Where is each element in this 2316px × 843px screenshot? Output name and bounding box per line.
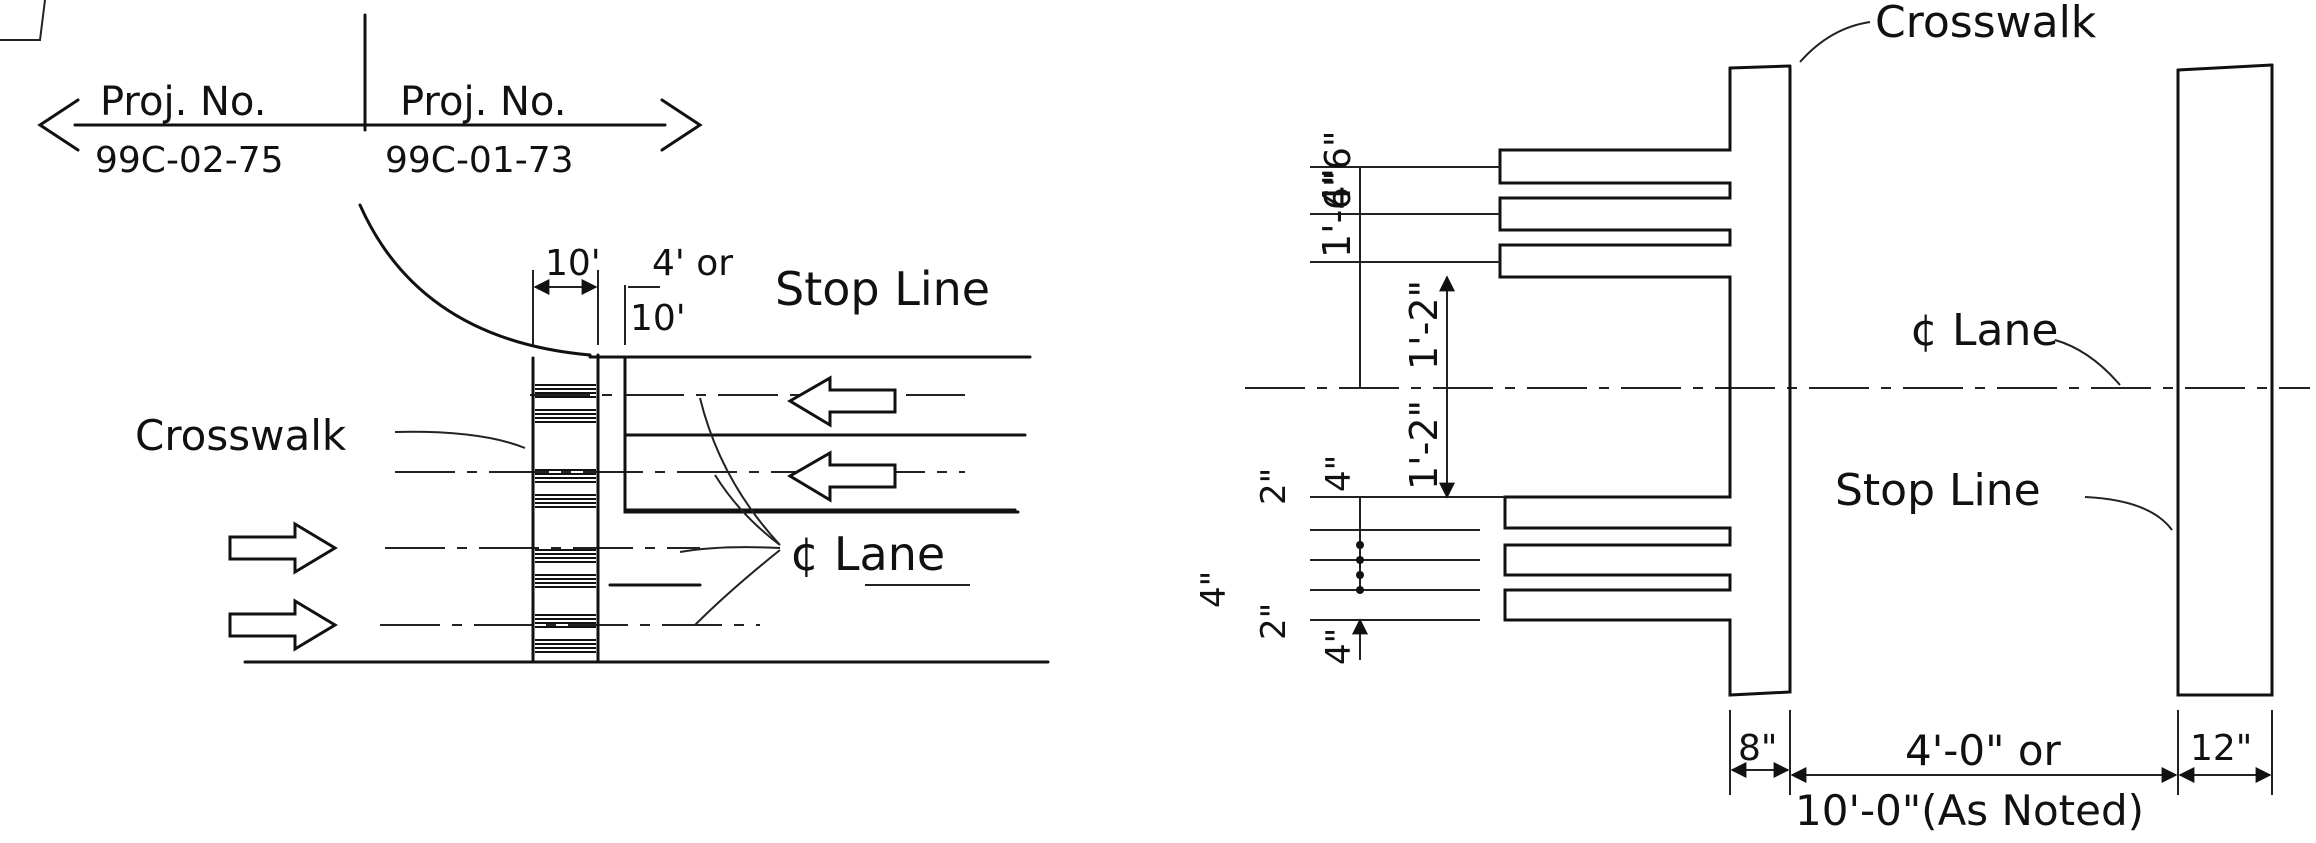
crosswalk-leader bbox=[394, 430, 526, 449]
proj-label-right: Proj. No. bbox=[400, 79, 566, 125]
detail-stop-line-leader bbox=[2084, 496, 2173, 531]
title-block-fragment bbox=[0, 0, 46, 41]
proj-number-left: 99C-02-75 bbox=[95, 140, 284, 181]
dim-1ft4in: 1'-4" bbox=[1315, 168, 1359, 258]
right-detail-view: 1'-4" 6" 6" 1'-2" 1'-2" 4" 2" 4" 2" 4" C… bbox=[1194, 0, 2310, 835]
detail-lane-leader bbox=[2054, 339, 2121, 386]
stop-line bbox=[623, 355, 1020, 514]
dim-crosswalk-width: 10' bbox=[545, 243, 601, 284]
dim-8in: 8" bbox=[1738, 728, 1777, 769]
right-arrowhead-icon bbox=[660, 98, 703, 152]
dim-gap-line1: 4' or bbox=[652, 243, 733, 284]
dim-gap-line2: 10'-0"(As Noted) bbox=[1795, 786, 2144, 835]
detail-crosswalk-label: Crosswalk bbox=[1875, 0, 2097, 48]
proj-label-left: Proj. No. bbox=[100, 79, 266, 125]
arrow-right-icon bbox=[228, 521, 338, 575]
detail-stop-line-bar bbox=[2176, 63, 2274, 697]
lane-leader bbox=[679, 546, 781, 553]
left-plan-view: Proj. No. 99C-02-75 Proj. No. 99C-01-73 … bbox=[0, 0, 1050, 664]
crosswalk-label: Crosswalk bbox=[135, 411, 347, 460]
arrow-right-icon bbox=[228, 598, 338, 652]
crosswalk-band bbox=[531, 353, 600, 664]
dim-gap-line1: 4'-0" or bbox=[1905, 726, 2062, 775]
proj-number-right: 99C-01-73 bbox=[385, 140, 574, 181]
dim-1ft2in-b: 1'-2" bbox=[1402, 400, 1446, 490]
detail-crosswalk-leader bbox=[1799, 21, 1871, 63]
left-arrowhead-icon bbox=[37, 98, 80, 152]
dim-6in-a: 6" bbox=[1318, 171, 1359, 210]
dim-6in-b: 6" bbox=[1318, 131, 1359, 170]
detail-lane-label: ¢ Lane bbox=[1910, 305, 2058, 356]
curb-return-curve bbox=[358, 203, 592, 357]
lane-leader bbox=[699, 397, 781, 546]
dim-1ft2in-a: 1'-2" bbox=[1402, 280, 1446, 370]
dim-4in-c: 4" bbox=[1319, 628, 1359, 665]
dim-gap-line2: 10' bbox=[630, 298, 686, 339]
lane-centerline-label: ¢ Lane bbox=[790, 527, 945, 581]
lane-leader bbox=[694, 549, 781, 626]
dim-2in-a: 2" bbox=[1254, 468, 1294, 505]
dim-12in: 12" bbox=[2190, 728, 2252, 769]
dim-2in-b: 2" bbox=[1254, 603, 1294, 640]
project-boundary-arrow bbox=[37, 13, 703, 152]
arrow-left-icon bbox=[787, 450, 897, 503]
dim-4in-b: 4" bbox=[1194, 571, 1234, 608]
arrow-left-icon bbox=[787, 375, 897, 428]
stop-line-label: Stop Line bbox=[775, 262, 990, 316]
dim-4in-a: 4" bbox=[1319, 455, 1359, 492]
detail-stop-line-label: Stop Line bbox=[1835, 465, 2041, 516]
lane-leader bbox=[714, 474, 781, 546]
detail-crosswalk-outline bbox=[1498, 66, 1792, 697]
